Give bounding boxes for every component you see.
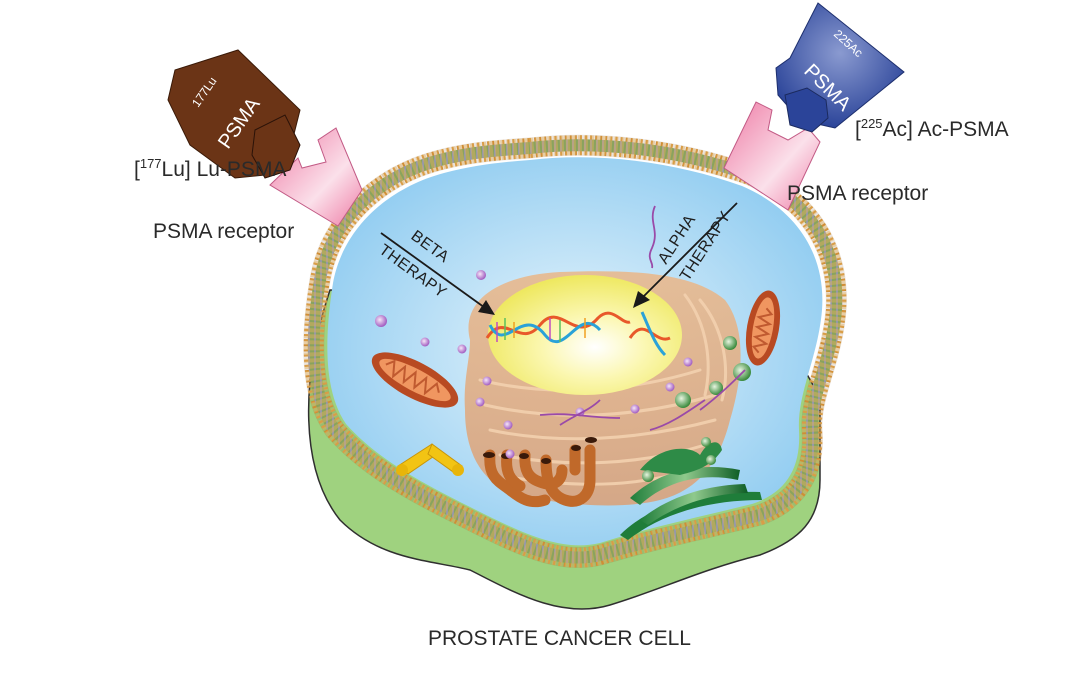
mitochondrion-left bbox=[371, 352, 459, 408]
lipid-bilayer bbox=[307, 139, 843, 564]
ac-psma-agent-label: [225Ac] Ac-PSMA bbox=[855, 116, 1009, 141]
ac-psma-ligand: 225Ac PSMA bbox=[775, 2, 905, 133]
golgi-apparatus bbox=[620, 437, 762, 540]
lu-psma-ligand: 177Lu PSMA bbox=[167, 49, 301, 179]
smooth-er-tubules bbox=[484, 444, 596, 508]
psma-receptor-left bbox=[269, 127, 363, 227]
mitochondrion-right bbox=[745, 290, 781, 366]
centrioles bbox=[396, 443, 464, 476]
psma-receptor-right-label: PSMA receptor bbox=[787, 182, 928, 205]
psma-receptor-left-label: PSMA receptor bbox=[153, 220, 294, 243]
diagram-title: PROSTATE CANCER CELL bbox=[428, 627, 691, 650]
dna-broken-strand-right bbox=[628, 311, 671, 357]
dna-double-helix-left bbox=[485, 311, 631, 344]
lu-psma-agent-label: [177Lu] Lu-PSMA bbox=[134, 156, 286, 181]
tubule-openings bbox=[483, 437, 597, 464]
cytoskeleton-filaments bbox=[539, 205, 746, 431]
psma-receptor-right bbox=[723, 101, 821, 211]
